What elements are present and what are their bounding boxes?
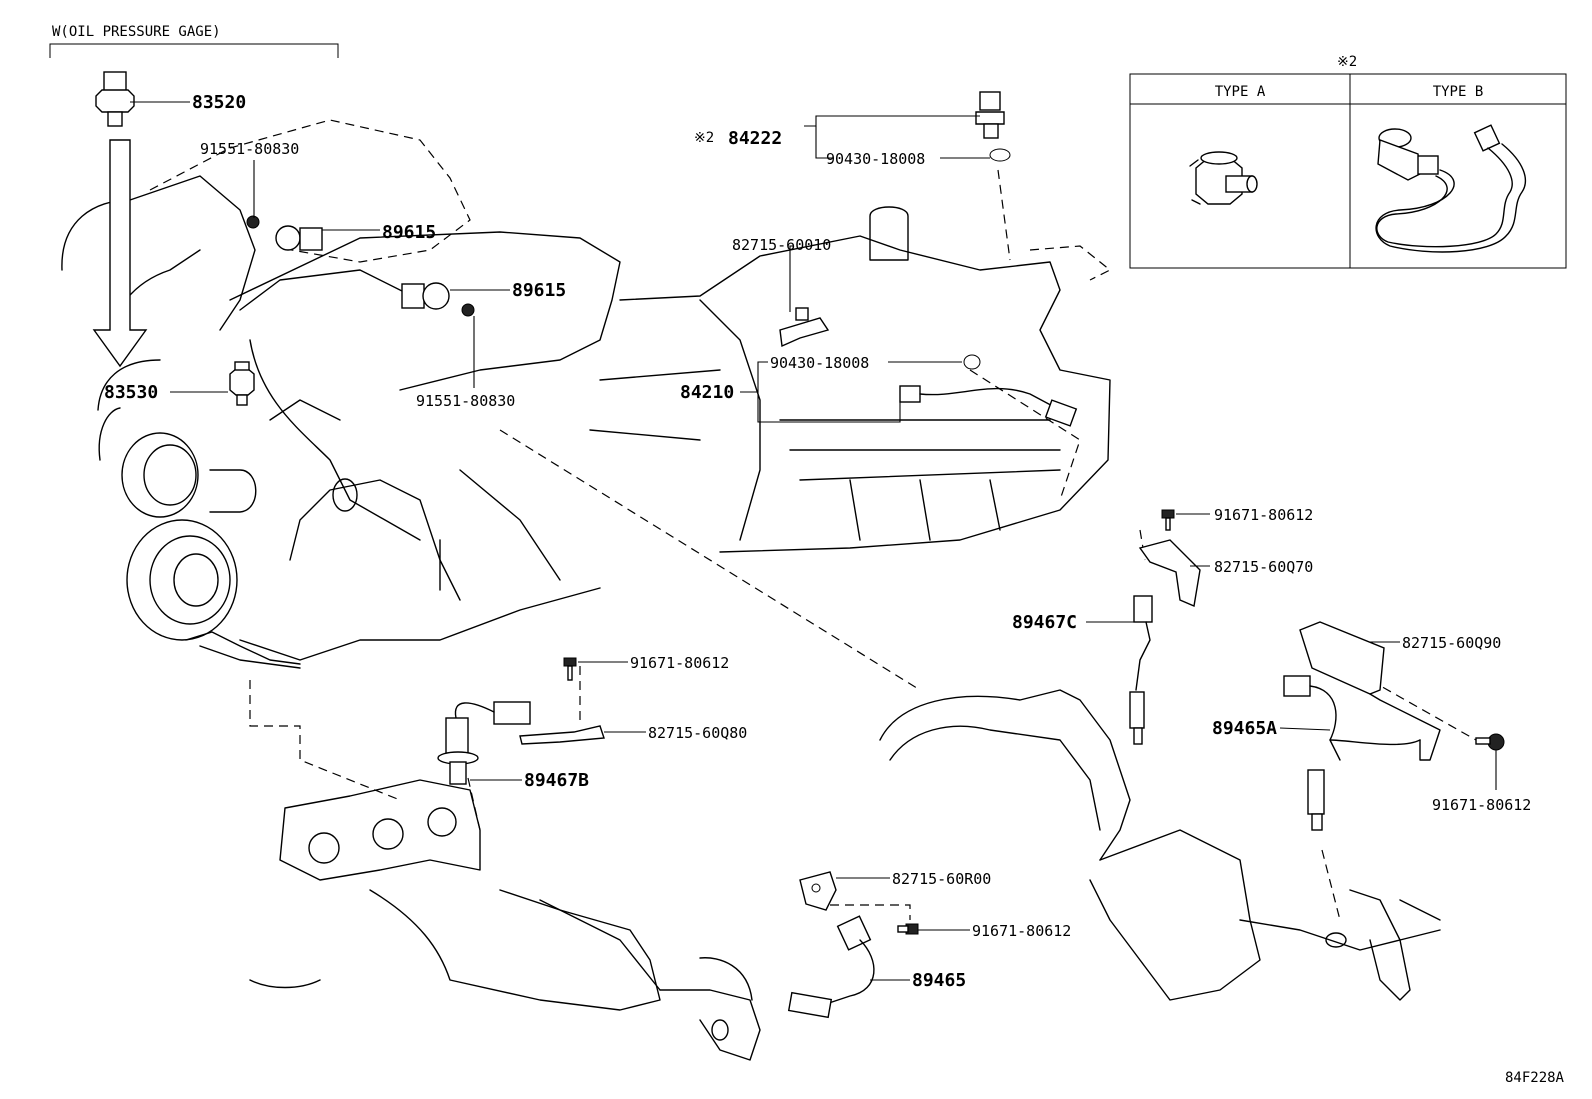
exhaust-left-outline [249, 779, 761, 1061]
sensor-89615-mid [401, 282, 475, 317]
exhaust-right-outline [879, 689, 1441, 1001]
callout-83530: 83530 [104, 382, 158, 403]
callout-83520: 83520 [192, 92, 246, 113]
sensor-83530 [229, 361, 255, 406]
bolt-91671-r1 [1161, 509, 1175, 531]
bracket-82715-60r00 [799, 871, 837, 911]
sensor-84210 [899, 385, 1078, 427]
type-a-sensor-drawing [1189, 151, 1258, 205]
callout-84210: 84210 [680, 382, 734, 403]
bolt-91671-mid [563, 657, 577, 681]
bolt-91671-r2 [1475, 733, 1505, 751]
callout-82715-60q80: 82715-60Q80 [648, 724, 747, 742]
callout-89615-mid: 89615 [512, 280, 566, 301]
type-b-sensor-drawing [1375, 124, 1527, 253]
type-a-label: TYPE A [1215, 84, 1266, 100]
callout-82715-60q70: 82715-60Q70 [1214, 558, 1313, 576]
callout-84222-mark: ※2 [694, 130, 714, 146]
bracket-82715-60q80 [519, 725, 605, 745]
sensor-89467c [1129, 595, 1153, 745]
type-inset-table: ※2 TYPE A TYPE B [1129, 54, 1567, 269]
callout-89465a: 89465A [1212, 718, 1277, 739]
callout-91551-mid: 91551-80830 [416, 392, 515, 410]
figure-code: 84F228A [1505, 1070, 1565, 1086]
sensor-89467b [437, 701, 531, 785]
bolt-91671-bot [897, 923, 919, 935]
assembly-dashed-lines [119, 140, 1477, 921]
inset-mark: ※2 [1337, 54, 1357, 70]
callout-84222: 84222 [728, 128, 782, 149]
callout-82715-60010: 82715-60010 [732, 236, 831, 254]
callout-89467b: 89467B [524, 770, 589, 791]
transmission-outline [589, 206, 1112, 553]
callout-89615-top: 89615 [382, 222, 436, 243]
callout-91551-top: 91551-80830 [200, 140, 299, 158]
callout-82715-60r00: 82715-60R00 [892, 870, 991, 888]
sensor-89615-top [246, 215, 323, 251]
type-b-label: TYPE B [1433, 84, 1484, 100]
bracket-82715-60010 [779, 307, 830, 348]
leader-lines [130, 101, 1497, 981]
header-title: W(OIL PRESSURE GAGE) [52, 24, 221, 40]
bracket-82715-60q90 [1299, 621, 1441, 761]
callout-91671-mid: 91671-80612 [630, 654, 729, 672]
sensor-89465a [1283, 675, 1421, 831]
gasket-90430-mid [963, 354, 981, 370]
oil-pressure-gage-bracket: W(OIL PRESSURE GAGE) [49, 24, 339, 58]
callout-91671-r1: 91671-80612 [1214, 506, 1313, 524]
down-arrow [92, 139, 148, 368]
callout-82715-60q90: 82715-60Q90 [1402, 634, 1501, 652]
callout-91671-bot: 91671-80612 [972, 922, 1071, 940]
bracket-82715-60q70 [1138, 539, 1201, 607]
switch-84222 [975, 91, 1011, 162]
sensor-89465 [787, 915, 875, 1019]
callout-90430-top: 90430-18008 [826, 150, 925, 168]
sensor-83520 [95, 71, 135, 127]
part-callouts: 83520 91551-80830 89615 89615 91551-8083… [104, 92, 1531, 991]
callout-89465: 89465 [912, 970, 966, 991]
callout-91671-r2: 91671-80612 [1432, 796, 1531, 814]
callout-90430-mid: 90430-18008 [770, 354, 869, 372]
callout-89467c: 89467C [1012, 612, 1077, 633]
